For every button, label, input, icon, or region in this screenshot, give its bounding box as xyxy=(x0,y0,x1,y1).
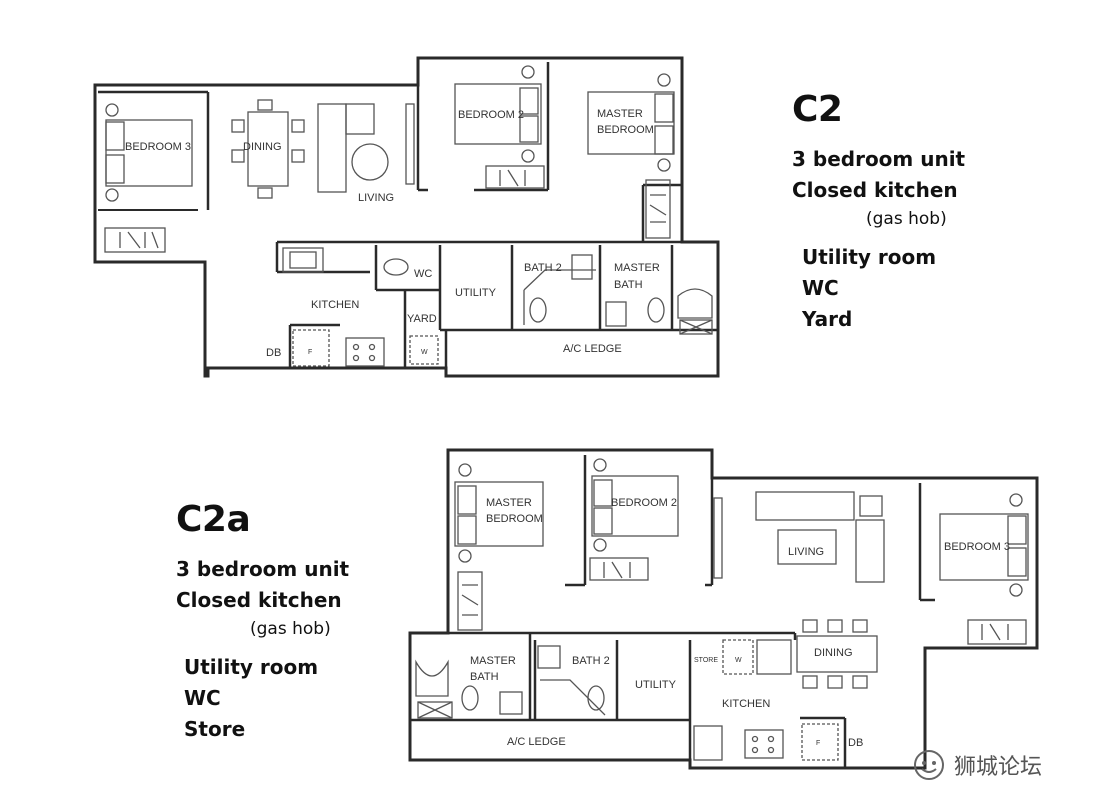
c2-label-bedroom2: BEDROOM 2 xyxy=(458,109,524,121)
c2a-master-bed xyxy=(454,481,544,547)
c2a-label-masterbath-2: BATH xyxy=(470,671,499,683)
c2a-label-store: STORE xyxy=(694,657,718,664)
c2a-label-ac-ledge: A/C LEDGE xyxy=(507,736,566,748)
c2a-label-washer: W xyxy=(735,657,742,664)
c2-outer-wall-path xyxy=(93,56,720,378)
c2a-bed2 xyxy=(591,475,679,537)
c2-label-washer: W xyxy=(421,349,428,356)
c2a-bed3 xyxy=(939,513,1029,581)
c2a-feature-utility: Utility room xyxy=(184,655,319,679)
c2a-dining-table xyxy=(796,635,878,673)
c2-label-master-2: BEDROOM xyxy=(597,124,654,136)
c2a-inner-walls xyxy=(410,455,935,768)
c2-label-yard: YARD xyxy=(407,313,437,325)
c2a-room-labels: MASTER BEDROOM BEDROOM 2 LIVING BEDROOM … xyxy=(470,497,1010,749)
c2a-furniture xyxy=(415,458,1029,761)
c2a-label-bath2: BATH 2 xyxy=(572,655,610,667)
c2-sofa xyxy=(317,103,347,193)
c2a-label-living: LIVING xyxy=(788,546,824,558)
c2-feature-yard: Yard xyxy=(802,307,853,331)
c2-label-living: LIVING xyxy=(358,192,394,204)
c2a-label-fridge: F xyxy=(816,740,820,747)
c2-furniture xyxy=(104,65,713,367)
watermark-text: 狮城论坛 xyxy=(954,755,1043,780)
c2a-label-master-2: BEDROOM xyxy=(486,513,543,525)
c2a-title: C2a xyxy=(176,499,251,540)
plan-c2a xyxy=(408,448,1039,770)
c2-dining-table xyxy=(247,111,289,187)
c2a-desc-kitchen: Closed kitchen xyxy=(176,588,342,612)
c2-label-masterbath-2: BATH xyxy=(614,279,643,291)
c2-feature-wc: WC xyxy=(802,276,839,300)
c2-desc-kitchen: Closed kitchen xyxy=(792,178,958,202)
c2a-label-kitchen: KITCHEN xyxy=(722,698,770,710)
c2a-feature-wc: WC xyxy=(184,686,221,710)
c2a-sofa xyxy=(755,491,855,521)
c2a-feature-store: Store xyxy=(184,717,246,741)
c2-bed3 xyxy=(105,119,193,187)
c2-label-wc: WC xyxy=(414,268,432,280)
c2-label-utility: UTILITY xyxy=(455,287,497,299)
c2-label-master-1: MASTER xyxy=(597,108,643,120)
c2a-label-masterbath-1: MASTER xyxy=(470,655,516,667)
wechat-channel-icon xyxy=(914,750,944,780)
c2a-desc-gas: (gas hob) xyxy=(250,619,331,639)
c2-feature-utility: Utility room xyxy=(802,245,937,269)
c2a-info: C2a 3 bedroom unit Closed kitchen (gas h… xyxy=(176,500,349,745)
c2a-label-bedroom2: BEDROOM 2 xyxy=(611,497,677,509)
c2a-label-dining: DINING xyxy=(814,647,853,659)
c2-label-bath2: BATH 2 xyxy=(524,262,562,274)
c2-room-labels: BEDROOM 3 DINING LIVING BEDROOM 2 MASTER… xyxy=(125,108,660,359)
c2a-label-bedroom3: BEDROOM 3 xyxy=(944,541,1010,553)
c2-master-bed xyxy=(587,91,675,155)
c2-desc-unit: 3 bedroom unit xyxy=(792,147,966,171)
c2-desc-gas: (gas hob) xyxy=(866,209,947,229)
c2a-label-utility: UTILITY xyxy=(635,679,677,691)
c2-label-dining: DINING xyxy=(243,141,282,153)
c2-label-ac-ledge: A/C LEDGE xyxy=(563,343,622,355)
c2a-label-db: DB xyxy=(848,737,863,749)
c2-label-kitchen: KITCHEN xyxy=(311,299,359,311)
c2-info: C2 3 bedroom unit Closed kitchen (gas ho… xyxy=(792,90,965,335)
c2a-label-master-1: MASTER xyxy=(486,497,532,509)
c2-label-fridge: F xyxy=(308,349,312,356)
c2-label-db: DB xyxy=(266,347,281,359)
watermark: 狮城论坛 xyxy=(912,748,1042,782)
c2-bed2 xyxy=(454,83,542,145)
c2-label-bedroom3: BEDROOM 3 xyxy=(125,141,191,153)
c2a-desc-unit: 3 bedroom unit xyxy=(176,557,350,581)
c2-title: C2 xyxy=(792,89,843,130)
c2-label-masterbath-1: MASTER xyxy=(614,262,660,274)
